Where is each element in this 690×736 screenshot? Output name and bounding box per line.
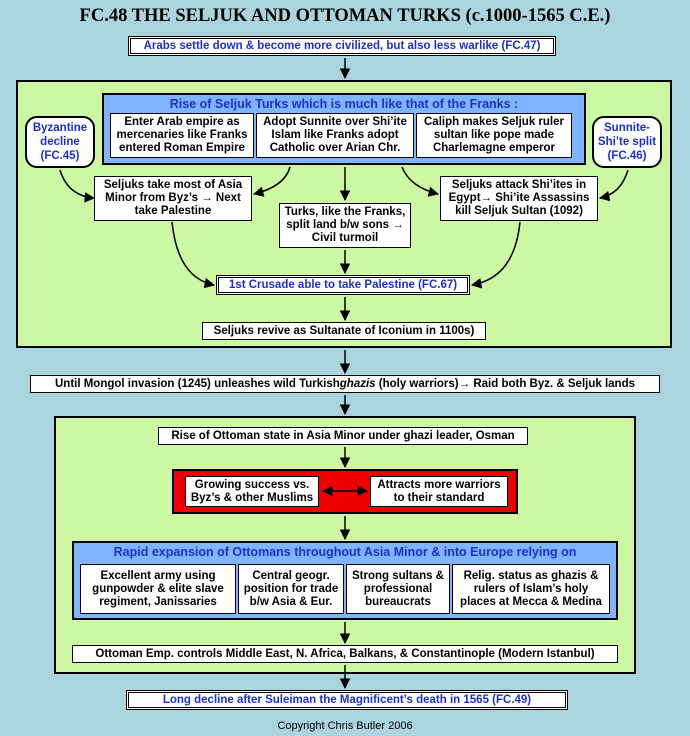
arabs-box: Arabs settle down & become more civilize… [128,36,556,56]
turks-like-franks-box: Turks, like the Franks, split land b/w s… [279,203,411,248]
mongol-box: Until Mongol invasion (1245) unleashes w… [30,375,660,393]
sunnite-split-box: Sunnite-Shi’te split (FC.46) [592,116,662,168]
seljuk-rise-heading: Rise of Seljuk Turks which is much like … [169,97,519,111]
expansion-cell-geography: Central geogr. position for trade b/w As… [238,564,344,614]
byzantine-decline-box: Byzantine decline (FC.45) [25,116,95,168]
sultanate-box: Seljuks revive as Sultanate of Iconium i… [202,322,486,340]
ottoman-controls-box: Ottoman Emp. controls Middle East, N. Af… [72,645,618,663]
first-crusade-box: 1st Crusade able to take Palestine (FC.6… [216,275,470,295]
attracts-warriors-box: Attracts more warriors to their standard [370,476,508,507]
seljuk-cell-caliph: Caliph makes Seljuk ruler sultan like po… [416,113,572,158]
mongol-text-before: Until Mongol invasion (1245) unleashes w… [54,377,340,390]
seljuk-cell-mercenaries: Enter Arab empire as mercenaries like Fr… [110,113,254,158]
mongol-text-after: (holy warriors)→ Raid both Byz. & Seljuk… [375,377,635,390]
growing-success-box: Growing success vs. Byz’s & other Muslim… [185,476,319,507]
expansion-heading: Rapid expansion of Ottomans throughout A… [113,545,577,559]
copyright: Copyright Chris Butler 2006 [277,720,413,732]
decline-box: Long decline after Suleiman the Magnific… [126,690,568,710]
mongol-text-italic: ghazis [339,377,376,390]
seljuks-attack-box: Seljuks attack Shi’ites in Egypt→ Shi’it… [440,176,598,221]
ottoman-rise-box: Rise of Ottoman state in Asia Minor unde… [158,427,528,445]
seljuks-asia-minor-box: Seljuks take most of Asia Minor from Byz… [94,176,252,221]
expansion-cell-army: Excellent army using gunpowder & elite s… [80,564,236,614]
expansion-cell-religious: Relig. status as ghazis & rulers of Isla… [452,564,610,614]
page-title: FC.48 THE SELJUK AND OTTOMAN TURKS (c.10… [79,6,611,26]
seljuk-cell-sunnite: Adopt Sunnite over Shi’ite Islam like Fr… [256,113,414,158]
expansion-cell-sultans: Strong sultans & professional bureaucrat… [346,564,450,614]
